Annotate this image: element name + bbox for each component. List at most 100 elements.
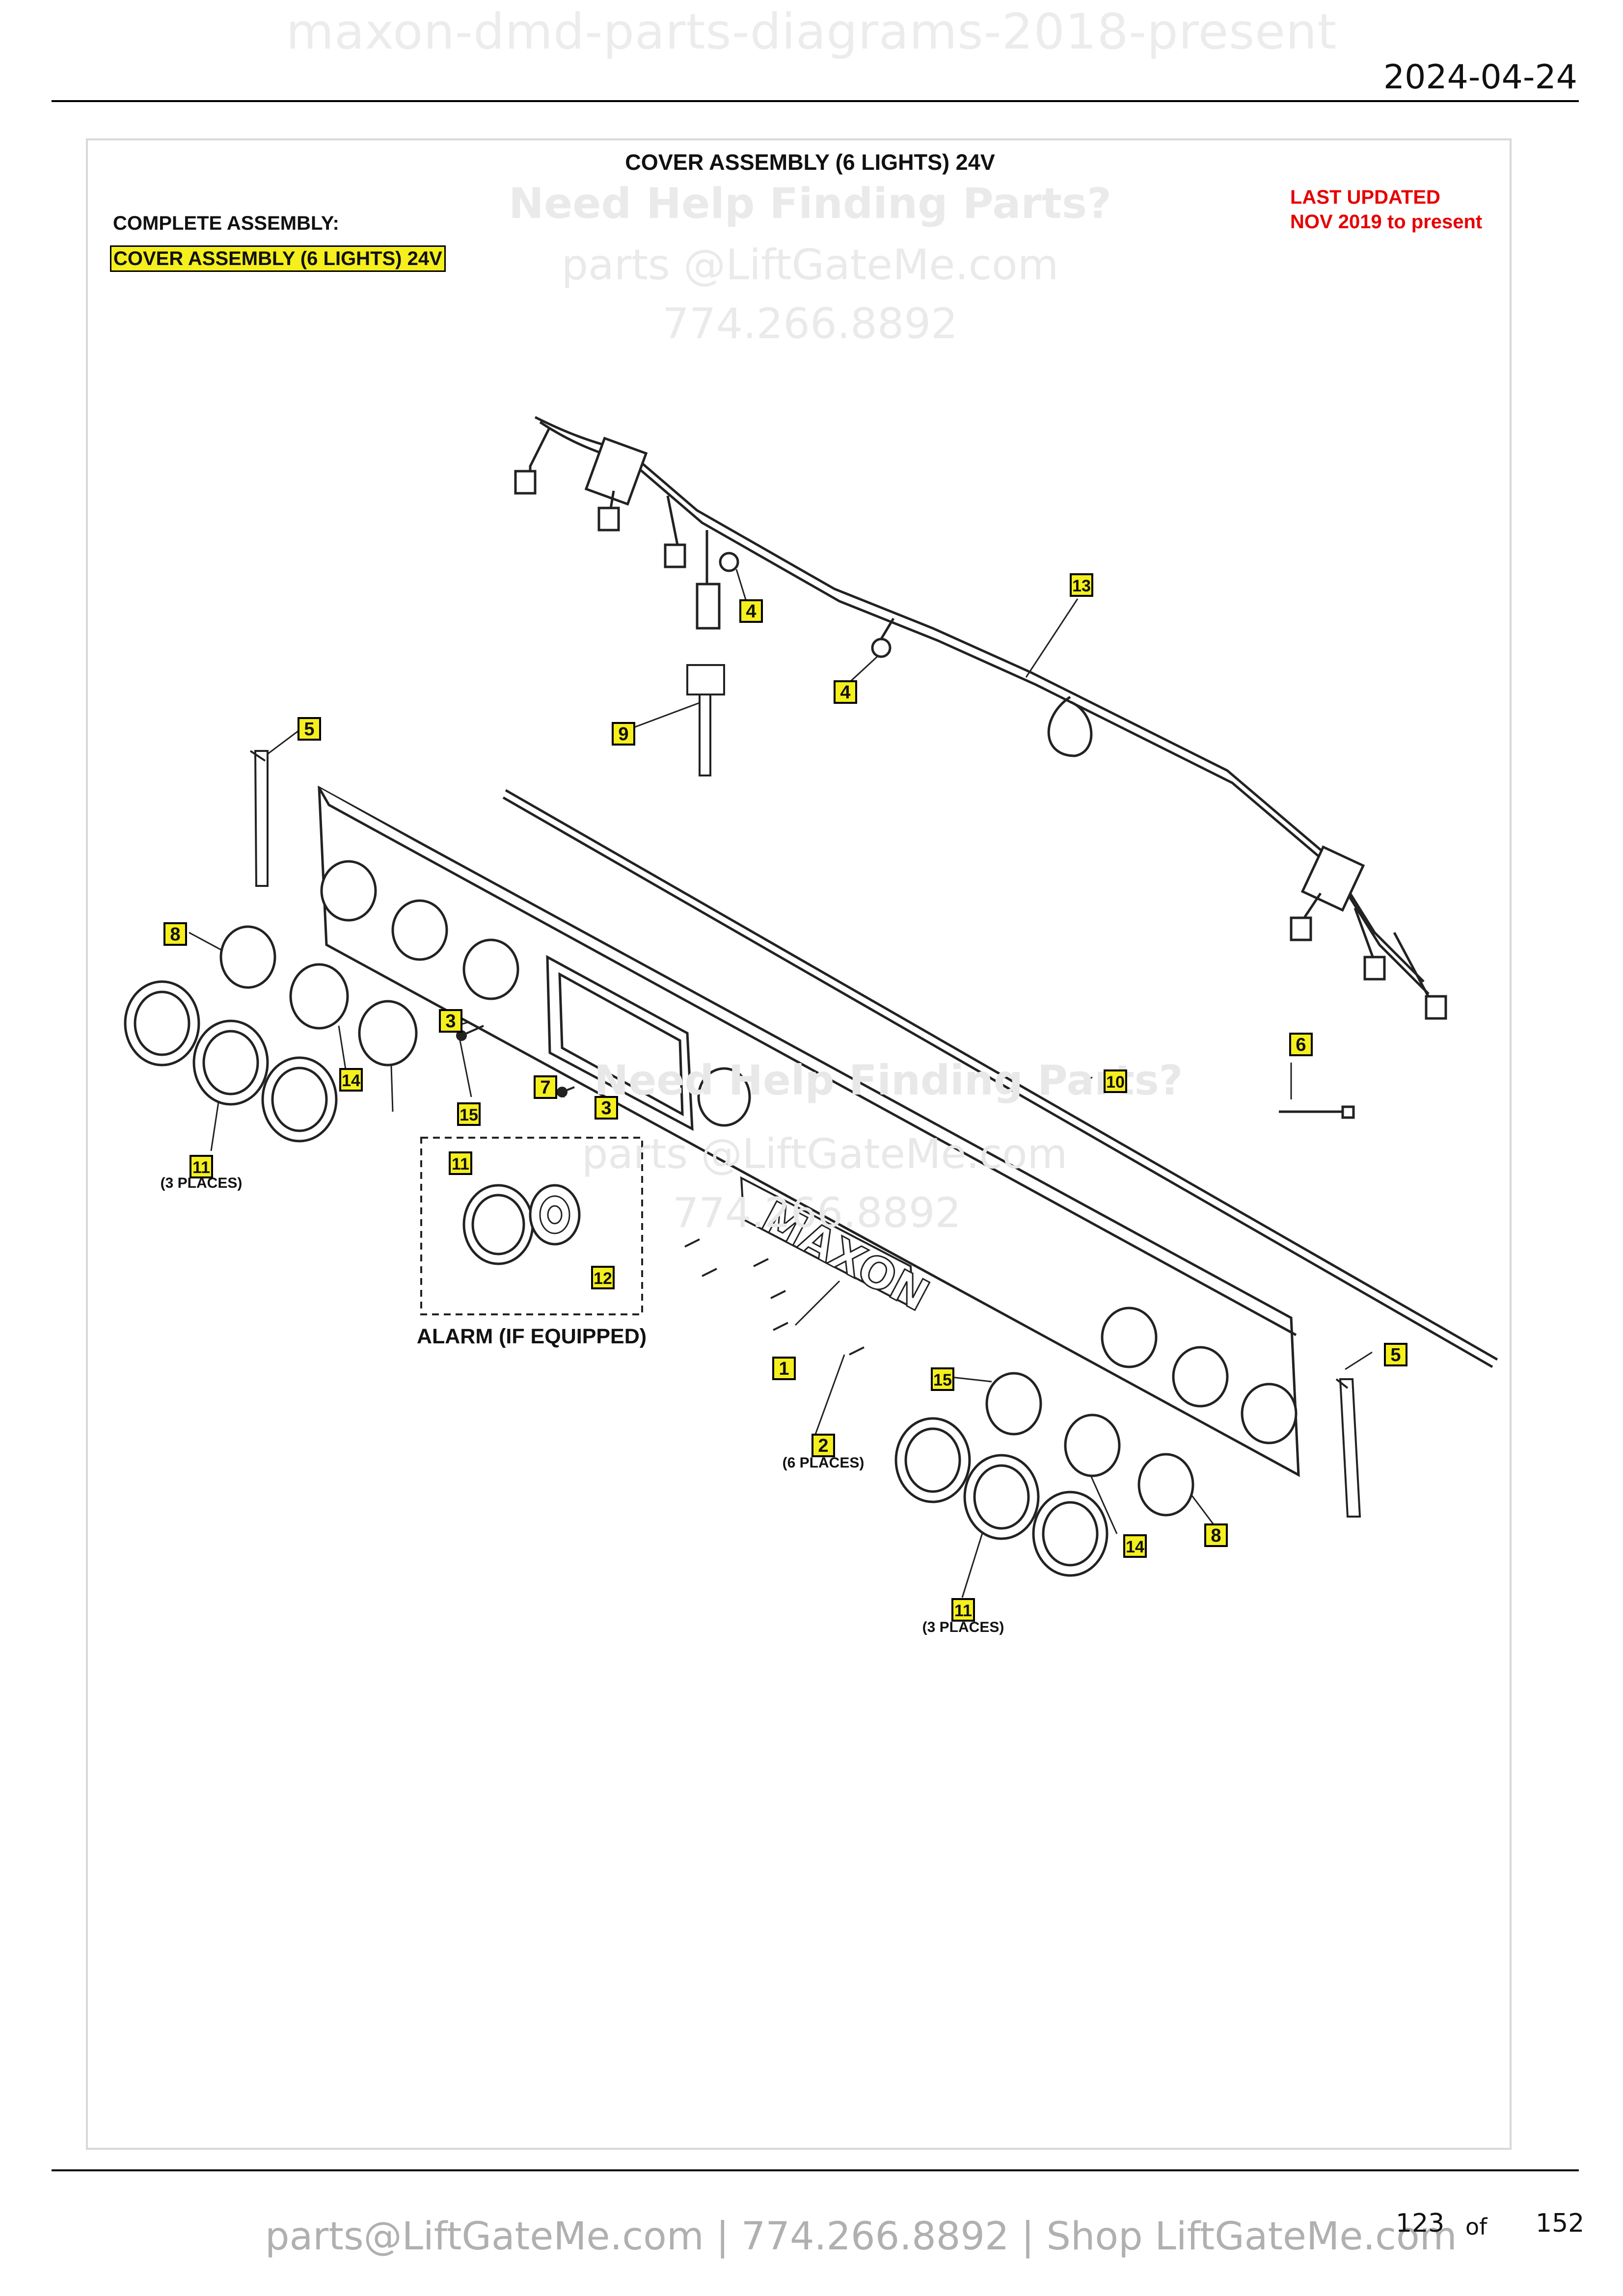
document-date: 2024-04-24 (1383, 58, 1577, 97)
complete-assembly-label: COMPLETE ASSEMBLY: (113, 213, 339, 234)
alarm-label: ALARM (IF EQUIPPED) (417, 1325, 647, 1348)
callout-4: 4 (739, 599, 763, 623)
place-note: (3 PLACES) (922, 1619, 1004, 1635)
header-rule (52, 100, 1579, 102)
callout-number: 1 (779, 1359, 789, 1379)
page-of: of (1465, 2214, 1488, 2240)
watermark-center-line3: 774.266.8892 (673, 1189, 961, 1237)
callout-3: 3 (595, 1096, 618, 1120)
cover-strip (502, 789, 1498, 1368)
screws (456, 1025, 865, 1356)
callout-number: 2 (818, 1436, 828, 1456)
callout-number: 11 (954, 1602, 972, 1620)
callout-box (449, 1151, 472, 1175)
cable-tie (1279, 1105, 1355, 1119)
callout-box (298, 717, 321, 741)
callout-box (439, 1009, 462, 1033)
cover-panel (318, 785, 1300, 1477)
callout-11: 11 (951, 1598, 975, 1622)
page-total: 152 (1536, 2209, 1585, 2238)
callout-number: 14 (1126, 1538, 1144, 1556)
watermark-center-line1: Need Help Finding Parts? (594, 1056, 1183, 1104)
callout-labels: 4 4 13 5 9 8 3 14 15 7 3 10 6 11 11 12 1 15 5 2 14 8 11 (163, 573, 1407, 1622)
callout-box (457, 1102, 481, 1126)
callout-number: 10 (1106, 1073, 1125, 1092)
callout-box (1123, 1534, 1147, 1558)
last-updated-label: LAST UPDATED (1290, 187, 1440, 208)
callout-box (591, 1266, 615, 1289)
callout-box (595, 1096, 618, 1120)
diagram-frame (86, 138, 1512, 2150)
callout-12: 12 (591, 1266, 615, 1289)
callout-number: 11 (452, 1155, 469, 1174)
callout-number: 13 (1072, 577, 1091, 595)
mounting-brackets (249, 750, 1361, 1518)
complete-assembly-value: COVER ASSEMBLY (6 LIGHTS) 24V (110, 245, 446, 272)
watermark-center-line2: parts @LiftGateMe.com (582, 1130, 1067, 1178)
callout-box (1289, 1033, 1313, 1056)
part-9-connector (686, 664, 725, 776)
page-current: 123 (1396, 2209, 1445, 2238)
callout-box (951, 1598, 975, 1622)
callout-14: 14 (1123, 1534, 1147, 1558)
callout-number: 5 (1390, 1345, 1401, 1365)
place-note: (3 PLACES) (161, 1175, 243, 1191)
footer-contact: parts@LiftGateMe.com | 774.266.8892 | Sh… (265, 2215, 1457, 2259)
callout-number: 7 (540, 1077, 550, 1098)
callout-box (189, 1155, 213, 1178)
callout-7: 7 (534, 1075, 557, 1099)
callout-number: 12 (594, 1269, 612, 1288)
maxon-plate (740, 1176, 915, 1310)
wiring-harness (514, 416, 1447, 1020)
right-light-lenses (894, 1372, 1194, 1577)
callout-6: 6 (1289, 1033, 1313, 1056)
callout-box (812, 1434, 835, 1457)
callout-number: 8 (170, 924, 180, 945)
callout-box (834, 680, 857, 704)
callout-5: 5 (298, 717, 321, 741)
callout-box (339, 1068, 363, 1092)
place-notes: (3 PLACES) (6 PLACES) (3 PLACES) (161, 1175, 1004, 1635)
callout-number: 4 (840, 682, 850, 703)
callout-number: 11 (192, 1158, 210, 1177)
last-updated-range: NOV 2019 to present (1290, 211, 1483, 233)
left-light-lenses (124, 925, 418, 1143)
callout-number: 15 (933, 1371, 952, 1389)
callout-9: 9 (612, 722, 635, 746)
callout-box (163, 922, 187, 946)
watermark-line2: parts @LiftGateMe.com (561, 240, 1059, 290)
callout-1: 1 (772, 1357, 796, 1380)
callout-14: 14 (339, 1068, 363, 1092)
callout-box (1204, 1523, 1228, 1547)
callout-box (1104, 1069, 1127, 1093)
callout-number: 9 (618, 724, 628, 745)
callout-number: 3 (601, 1098, 611, 1119)
callout-number: 8 (1211, 1525, 1221, 1546)
callout-5: 5 (1384, 1343, 1407, 1366)
callout-3: 3 (439, 1009, 462, 1033)
diagram-title: COVER ASSEMBLY (6 LIGHTS) 24V (625, 150, 995, 175)
callout-number: 6 (1296, 1035, 1306, 1055)
callout-box (534, 1075, 557, 1099)
callout-number: 15 (460, 1106, 478, 1124)
place-note: (6 PLACES) (783, 1455, 865, 1471)
watermark-line1: Need Help Finding Parts? (509, 179, 1111, 228)
callout-number: 14 (342, 1071, 360, 1090)
footer-rule (52, 2169, 1579, 2171)
callout-8: 8 (163, 922, 187, 946)
callout-2: 2 (812, 1434, 835, 1457)
callout-box (772, 1357, 796, 1380)
callout-8: 8 (1204, 1523, 1228, 1547)
callout-10: 10 (1104, 1069, 1127, 1093)
callout-number: 3 (445, 1011, 456, 1032)
callout-number: 4 (746, 601, 756, 622)
callout-box (739, 599, 763, 623)
callout-11: 11 (189, 1155, 213, 1178)
watermark-line3: 774.266.8892 (662, 299, 958, 348)
callout-15: 15 (931, 1367, 954, 1391)
callout-number: 5 (304, 719, 314, 740)
document-source-title: maxon-dmd-parts-diagrams-2018-present (286, 3, 1337, 60)
callout-box (612, 722, 635, 746)
callout-4: 4 (834, 680, 857, 704)
